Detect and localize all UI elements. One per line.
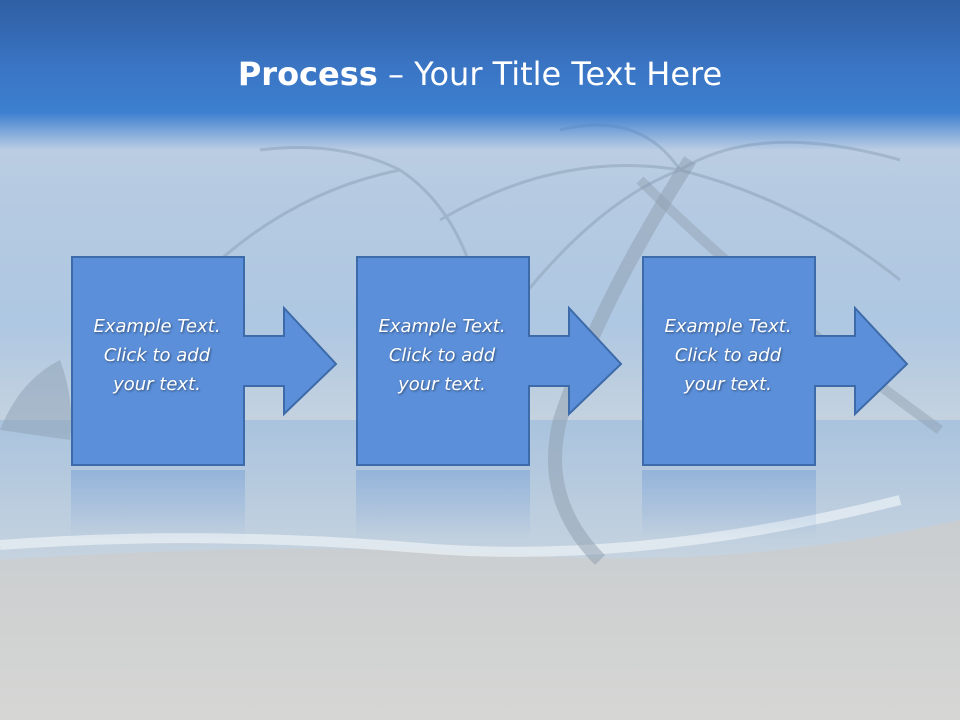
step-2-reflection [356,470,530,540]
step-text-line-3: your text. [684,374,772,395]
step-3-reflection [642,470,816,540]
step-text-line-3: your text. [113,374,201,395]
process-step-2[interactable]: Example Text. Click to add your text. [356,256,626,470]
step-1-reflection [71,470,245,540]
step-text-line-2: Click to add [674,345,782,366]
surf-line [0,495,902,557]
process-step-3[interactable]: Example Text. Click to add your text. [642,256,912,470]
step-text[interactable]: Example Text. Click to add your text. [356,312,528,399]
step-text[interactable]: Example Text. Click to add your text. [642,312,814,399]
process-step-1[interactable]: Example Text. Click to add your text. [71,256,341,470]
title-band [0,0,960,150]
palm-trunk [548,156,696,565]
step-text-line-3: your text. [398,374,486,395]
step-text-line-1: Example Text. [378,316,506,337]
slide-title[interactable]: Process – Your Title Text Here [0,52,960,96]
step-text-line-2: Click to add [388,345,496,366]
sand-area [0,520,960,720]
process-arrow-shape [71,256,338,466]
title-bold-text: Process [237,55,378,93]
title-rest-text: – Your Title Text Here [377,55,723,93]
step-text-line-1: Example Text. [93,316,221,337]
headland-rock [0,360,72,440]
step-text-line-1: Example Text. [664,316,792,337]
process-arrow-shape [356,256,623,466]
process-arrow-shape [642,256,909,466]
step-text-line-2: Click to add [103,345,211,366]
step-text[interactable]: Example Text. Click to add your text. [71,312,243,399]
